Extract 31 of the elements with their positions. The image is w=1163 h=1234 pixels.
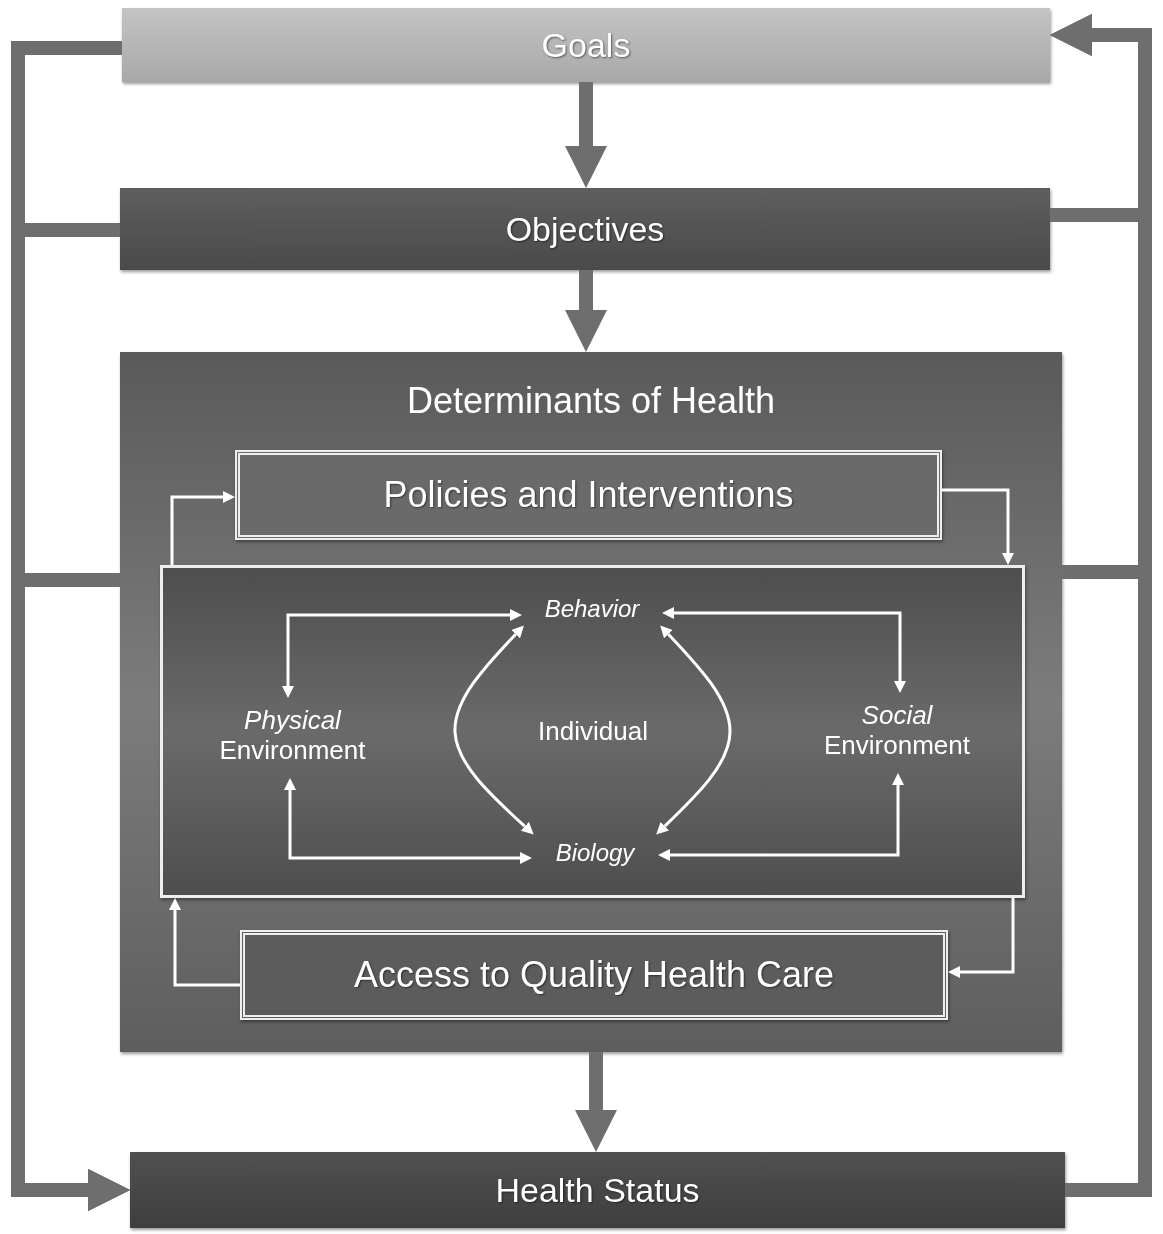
arrow	[942, 488, 1014, 565]
group-panel	[160, 565, 1025, 898]
arrow	[453, 625, 534, 835]
process-box	[235, 450, 942, 540]
box-label: Policies and Interventions	[383, 474, 794, 516]
box-label: Goals	[541, 25, 631, 65]
arrow	[169, 898, 240, 987]
process-box	[122, 8, 1050, 82]
thick-arrow	[575, 1052, 617, 1152]
box-label: Objectives	[505, 209, 665, 249]
arrow	[282, 609, 522, 698]
arrow	[662, 607, 906, 693]
box-label: Access to Quality Health Care	[353, 954, 835, 996]
box-label: Health Status	[495, 1170, 700, 1210]
arrow	[656, 625, 732, 835]
arrow	[948, 898, 1015, 978]
center-label: Individual	[537, 716, 649, 747]
group-panel	[120, 352, 1062, 1052]
arrow	[170, 491, 235, 565]
arrow	[658, 773, 904, 861]
process-box	[120, 188, 1050, 270]
process-box	[240, 930, 948, 1020]
thick-arrow	[565, 270, 607, 352]
section-heading: Determinants of Health	[405, 379, 777, 422]
factor-label: Social Environment	[792, 693, 1002, 773]
factor-label: Physical Environment	[190, 698, 395, 778]
factor-label: Behavior	[522, 592, 662, 624]
process-box	[130, 1152, 1065, 1228]
thick-arrow	[565, 82, 607, 188]
factor-label: Biology	[532, 836, 658, 870]
arrow	[284, 778, 532, 864]
